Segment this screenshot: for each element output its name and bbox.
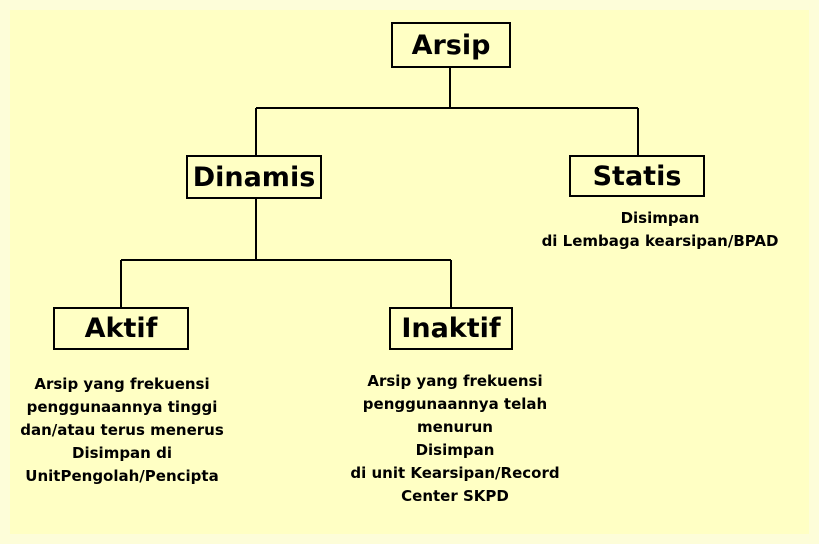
- description-line: di Lembaga kearsipan/BPAD: [541, 232, 779, 250]
- description-line: Disimpan: [620, 209, 700, 227]
- connector-dinamis-children: [120, 199, 452, 307]
- description-line: penggunaannya tinggi: [26, 398, 218, 416]
- node-aktif: Aktif: [53, 307, 189, 350]
- description-line: Disimpan: [415, 441, 495, 459]
- description-aktif: Arsip yang frekuensi penggunaannya tingg…: [0, 373, 244, 488]
- description-line: menurun: [417, 418, 493, 436]
- description-line: Center SKPD: [401, 487, 509, 505]
- description-statis: Disimpan di Lembaga kearsipan/BPAD: [500, 207, 819, 253]
- connector-arsip-children: [255, 68, 639, 155]
- node-dinamis: Dinamis: [186, 155, 322, 199]
- description-line: penggunaannya telah: [362, 395, 548, 413]
- description-line: Disimpan di: [72, 444, 172, 462]
- description-line: di unit Kearsipan/Record: [350, 464, 560, 482]
- description-line: dan/atau terus menerus: [20, 421, 224, 439]
- description-line: UnitPengolah/Pencipta: [25, 467, 219, 485]
- description-line: Arsip yang frekuensi: [367, 372, 543, 390]
- description-line: Arsip yang frekuensi: [34, 375, 210, 393]
- node-statis: Statis: [569, 155, 705, 197]
- description-inaktif: Arsip yang frekuensi penggunaannya telah…: [305, 370, 605, 508]
- node-arsip: Arsip: [391, 22, 511, 68]
- node-inaktif: Inaktif: [389, 307, 513, 350]
